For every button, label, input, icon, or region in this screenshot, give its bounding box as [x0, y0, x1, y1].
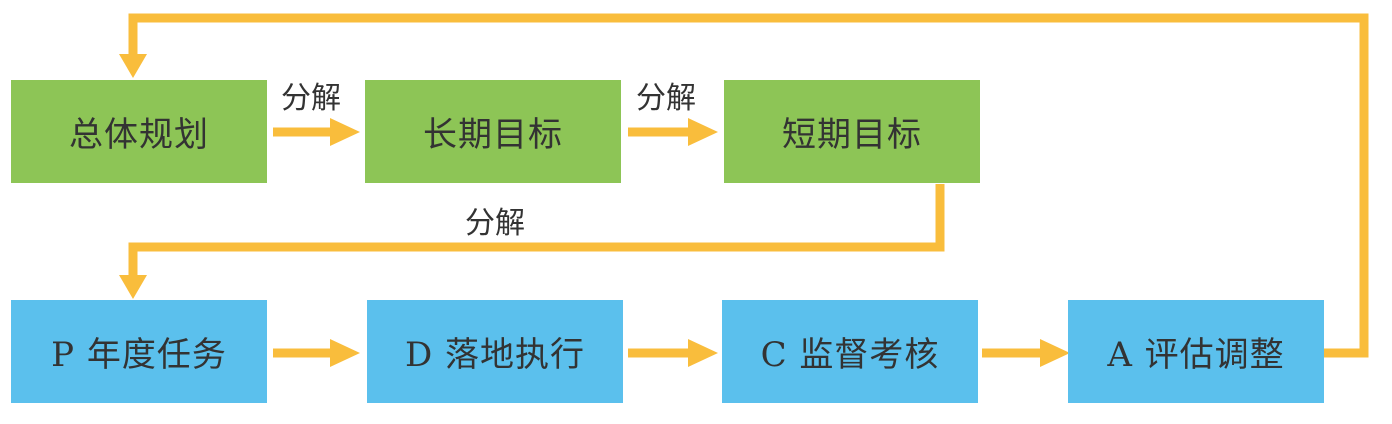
edge-label-plan-to-long: 分解: [281, 81, 341, 116]
arrowhead-short-task: [119, 275, 147, 299]
arrowhead-task-exec: [330, 339, 360, 367]
feedback-loop-line: [128, 13, 1369, 358]
node-do-execution: D 落地执行: [367, 300, 623, 403]
node-check-supervision-label: C 监督考核: [760, 335, 940, 375]
node-do-execution-label: D 落地执行: [404, 335, 586, 375]
node-long-term-goal-label: 长期目标: [423, 115, 563, 155]
node-act-adjustment: A 评估调整: [1068, 300, 1324, 403]
node-act-adjustment-label: A 评估调整: [1107, 335, 1285, 375]
edge-label-long-to-short: 分解: [636, 81, 696, 116]
node-short-term-goal: 短期目标: [724, 80, 980, 183]
arrowhead-long-short: [688, 118, 718, 146]
node-overall-plan-label: 总体规划: [69, 115, 209, 155]
arrowhead-plan-long: [330, 118, 360, 146]
node-plan-annual-task-label: P 年度任务: [51, 335, 227, 375]
node-short-term-goal-label: 短期目标: [782, 115, 922, 155]
arrowhead-exec-check: [688, 339, 718, 367]
arrowhead-feedback: [119, 54, 147, 78]
edge-label-short-to-task: 分解: [465, 206, 525, 241]
node-check-supervision: C 监督考核: [722, 300, 978, 403]
node-plan-annual-task: P 年度任务: [11, 300, 267, 403]
node-long-term-goal: 长期目标: [365, 80, 621, 183]
short-to-task-line: [128, 184, 945, 278]
arrowhead-check-adjust: [1040, 339, 1070, 367]
node-overall-plan: 总体规划: [11, 80, 267, 183]
